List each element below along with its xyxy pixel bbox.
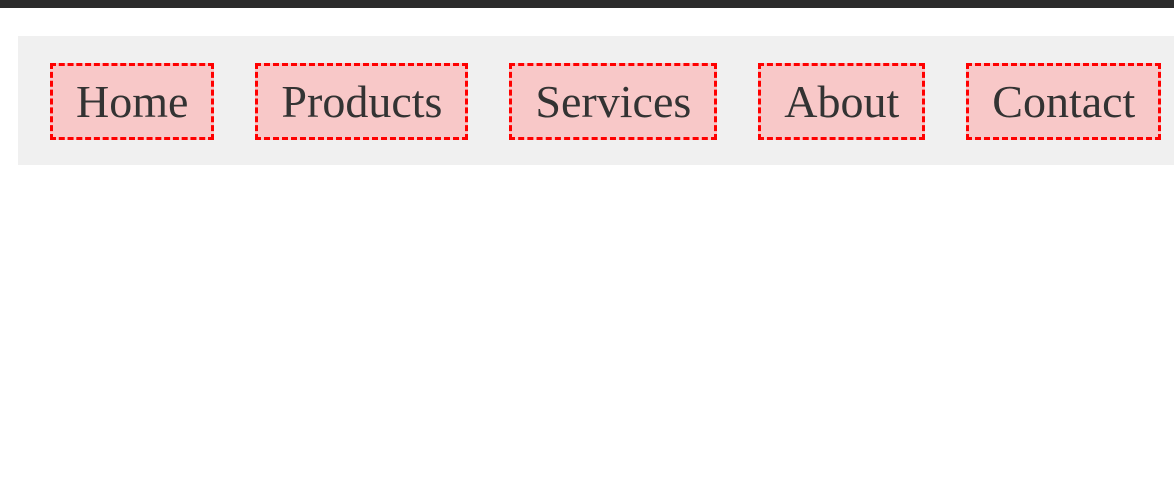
nav-link-services[interactable]: Services (509, 63, 718, 140)
main-navigation-bar: Home Products Services About Contact (18, 36, 1174, 165)
nav-item-products: Products (255, 63, 469, 140)
page-canvas: Home Products Services About Contact (0, 8, 1174, 500)
nav-link-products[interactable]: Products (255, 63, 469, 140)
browser-top-strip (0, 0, 1174, 8)
nav-item-home: Home (50, 63, 215, 140)
nav-item-about: About (758, 63, 926, 140)
nav-item-services: Services (509, 63, 718, 140)
nav-link-contact[interactable]: Contact (966, 63, 1162, 140)
nav-item-list: Home Products Services About Contact (50, 63, 1162, 140)
nav-item-contact: Contact (966, 63, 1162, 140)
nav-link-about[interactable]: About (758, 63, 926, 140)
nav-link-home[interactable]: Home (50, 63, 215, 140)
